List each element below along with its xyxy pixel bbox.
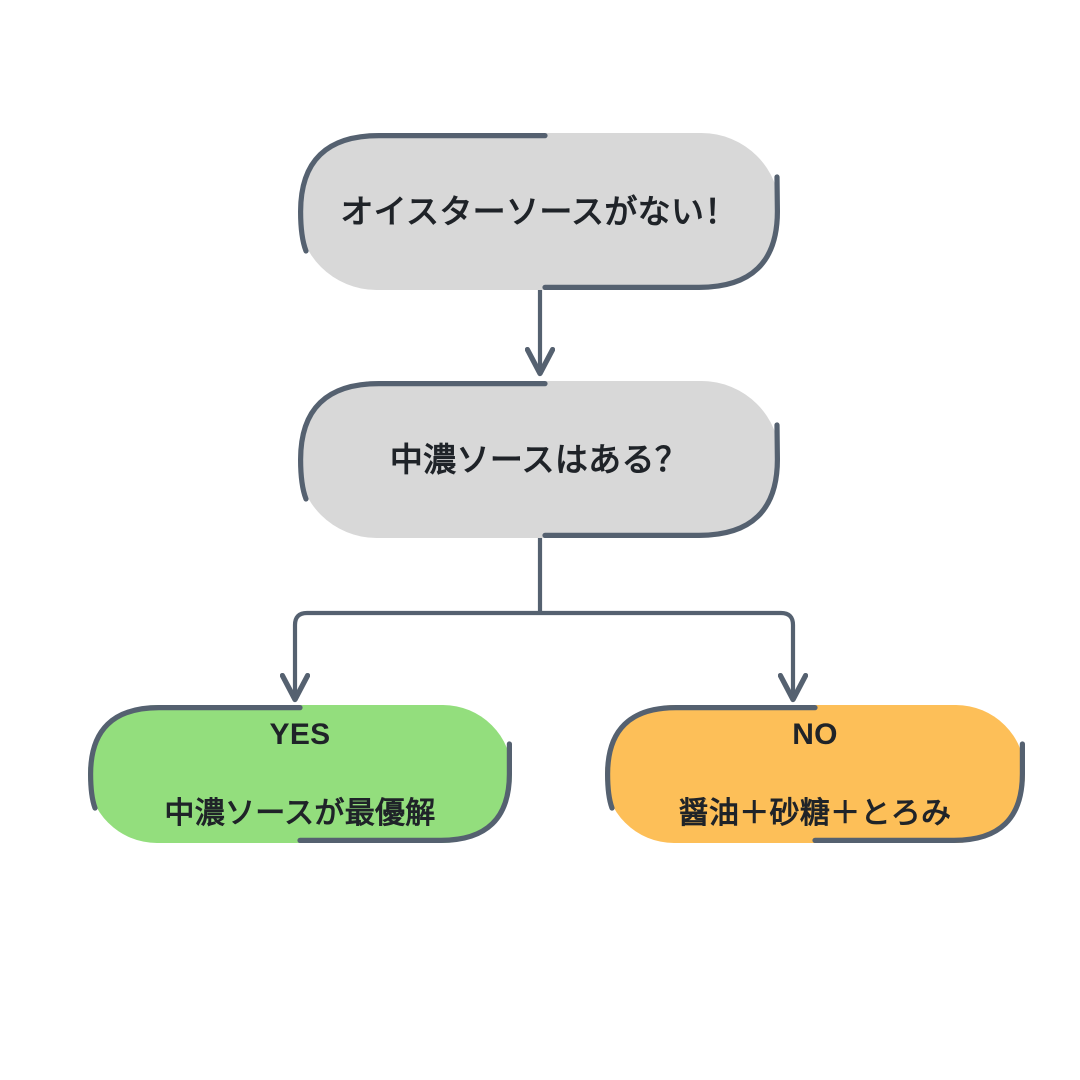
node-problem[interactable]: オイスターソースがない！ (298, 133, 780, 290)
node-yes-branch-label: YES (269, 717, 331, 751)
node-problem-label: オイスターソースがない！ (340, 192, 738, 230)
node-no-outline (605, 705, 1025, 843)
node-no-detail-label: 醤油＋砂糖＋とろみ (678, 796, 952, 830)
node-question-label: 中濃ソースはある？ (389, 440, 689, 478)
node-no-branch-label: NO (792, 717, 838, 751)
node-yes-outcome[interactable]: YES 中濃ソースが最優解 (88, 705, 512, 843)
node-yes-detail-label: 中濃ソースが最優解 (164, 796, 436, 830)
node-yes-label: YES 中濃ソースが最優解 (146, 675, 453, 873)
node-no-label: NO 醤油＋砂糖＋とろみ (661, 675, 970, 873)
node-question-outline (298, 381, 780, 538)
node-problem-outline (298, 133, 780, 290)
node-yes-outline (88, 705, 512, 843)
node-question[interactable]: 中濃ソースはある？ (298, 381, 780, 538)
node-no-outcome[interactable]: NO 醤油＋砂糖＋とろみ (605, 705, 1025, 843)
